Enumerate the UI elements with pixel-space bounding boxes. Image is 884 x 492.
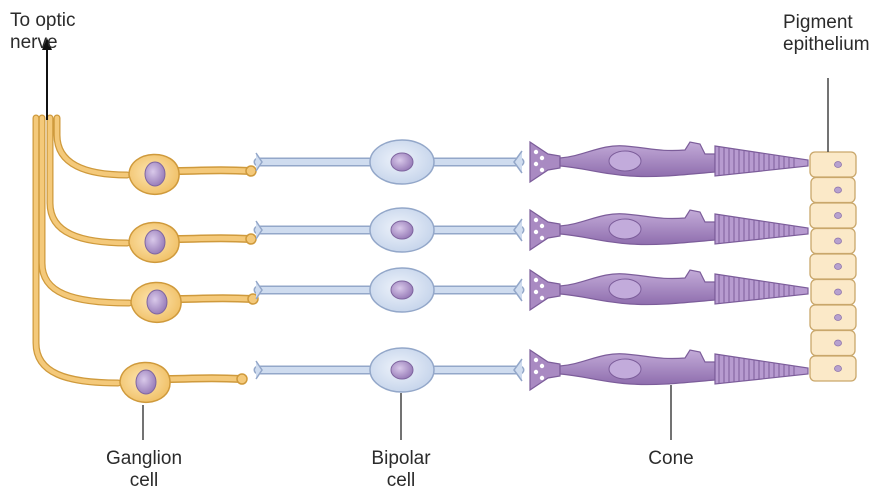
bipolar-nucleus [391, 361, 413, 379]
synaptic-vesicle [540, 236, 544, 240]
ganglion-nucleus [145, 230, 165, 254]
pigment-nucleus [835, 366, 842, 372]
cell-row [129, 208, 808, 262]
synaptic-vesicle [540, 224, 544, 228]
pigment-cell [811, 280, 855, 305]
bipolar-terminal-right [514, 219, 522, 241]
synaptic-vesicle [540, 156, 544, 160]
ganglion-dendrite [175, 170, 250, 171]
optic-nerve-label: To optic nerve [10, 10, 75, 54]
ganglion-nucleus [145, 162, 165, 186]
synaptic-vesicle [540, 284, 544, 288]
ganglion-dendrite-end [237, 374, 247, 384]
synaptic-vesicle [534, 358, 538, 362]
pigment-nucleus [835, 289, 842, 295]
bipolar-cell-label: Bipolar cell [356, 448, 446, 492]
ganglion-nucleus [136, 370, 156, 394]
cone-nucleus [609, 151, 641, 171]
bipolar-nucleus [391, 153, 413, 171]
ganglion-dendrite [175, 238, 250, 239]
pigment-nucleus [835, 315, 842, 321]
cone-nucleus [609, 279, 641, 299]
ganglion-axon [57, 118, 127, 175]
bipolar-terminal-left [256, 361, 262, 379]
cone-pedicle [530, 210, 560, 250]
ganglion-nucleus [147, 290, 167, 314]
cone-nucleus [609, 219, 641, 239]
synaptic-vesicle [534, 162, 538, 166]
pigment-epithelium-cells [810, 152, 856, 381]
ganglion-cell-label: Ganglion cell [96, 448, 192, 492]
label-leader-lines [143, 78, 828, 440]
pigment-cell [811, 331, 855, 356]
cell-row [120, 348, 808, 402]
synaptic-vesicle [534, 230, 538, 234]
pigment-nucleus [835, 264, 842, 270]
pigment-cell [810, 305, 856, 330]
ganglion-axon-outline [50, 118, 127, 243]
optic-nerve-bundle [36, 118, 129, 383]
cell-row [131, 268, 808, 322]
pigment-nucleus [835, 340, 842, 346]
synaptic-vesicle [540, 364, 544, 368]
bipolar-terminal-left [256, 281, 262, 299]
cone-pedicle [530, 142, 560, 182]
bipolar-nucleus [391, 221, 413, 239]
synaptic-vesicle [534, 290, 538, 294]
pigment-cell [810, 254, 856, 279]
synaptic-vesicle [534, 278, 538, 282]
cell-rows [120, 140, 808, 402]
pigment-nucleus [835, 238, 842, 244]
pigment-cell [810, 203, 856, 228]
pigment-cell [811, 178, 855, 203]
ganglion-dendrite [177, 298, 252, 299]
bipolar-terminal-left [256, 221, 262, 239]
synaptic-vesicle [534, 370, 538, 374]
pigment-cell [810, 152, 856, 177]
ganglion-dendrite [166, 378, 241, 379]
pigment-nucleus [835, 187, 842, 193]
pigment-cell [811, 229, 855, 254]
cell-row [129, 140, 808, 194]
pigment-epithelium-label: Pigment epithelium [783, 12, 870, 56]
synaptic-vesicle [534, 218, 538, 222]
pigment-nucleus [835, 213, 842, 219]
ganglion-dendrite-end [246, 166, 256, 176]
cone-pedicle [530, 350, 560, 390]
ganglion-dendrite-end [246, 234, 256, 244]
cone-pedicle [530, 270, 560, 310]
synaptic-vesicle [540, 296, 544, 300]
synaptic-vesicle [540, 168, 544, 172]
bipolar-terminal-right [514, 279, 522, 301]
pigment-cell [810, 356, 856, 381]
synaptic-vesicle [534, 150, 538, 154]
bipolar-nucleus [391, 281, 413, 299]
synaptic-vesicle [540, 376, 544, 380]
ganglion-axon-outline [57, 118, 127, 175]
cone-label: Cone [636, 448, 706, 470]
bipolar-terminal-left [256, 153, 262, 171]
pigment-nucleus [835, 162, 842, 168]
bipolar-terminal-right [514, 359, 522, 381]
cone-nucleus [609, 359, 641, 379]
bipolar-terminal-right [514, 151, 522, 173]
